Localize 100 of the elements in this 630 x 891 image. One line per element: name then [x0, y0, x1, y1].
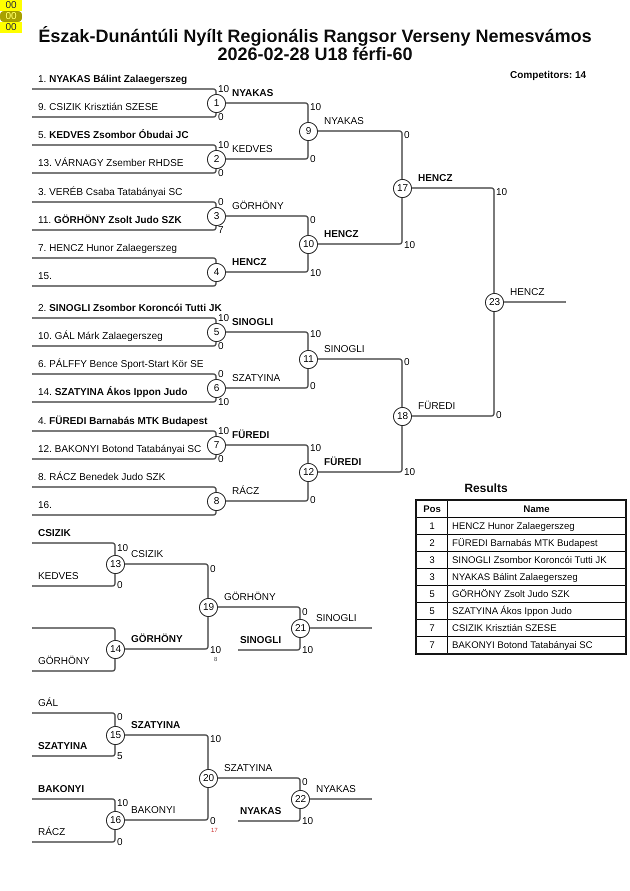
bracket-line: [317, 425, 403, 473]
table-title: Results: [463, 481, 509, 495]
match-circle: 5: [207, 323, 226, 342]
competitor-name: CSIZIK: [32, 528, 71, 543]
score: 0: [310, 154, 316, 165]
score: 0: [310, 215, 316, 226]
bracket-line: [503, 301, 566, 303]
score: 0: [218, 112, 224, 123]
bracket-line: [32, 542, 116, 555]
score: 10: [218, 397, 230, 408]
match-circle: 17: [393, 179, 412, 198]
score: 0: [218, 341, 224, 352]
match-circle: 21: [291, 619, 310, 638]
competitor-name: 13. VÁRNAGY Zsember RHDSE: [32, 158, 184, 173]
bracket-line: [32, 510, 217, 516]
competitor-name: 14. SZATYINA Ákos Ippon Judo: [32, 387, 188, 402]
competitor-name: 1. NYAKAS Bálint Zalaegerszeg: [32, 74, 188, 89]
bracket-line: [32, 454, 217, 460]
competitor-name: RÁCZ: [32, 827, 66, 842]
table-cell: 1: [416, 518, 448, 534]
score: 0: [218, 168, 224, 179]
bracket-line: [32, 317, 217, 323]
score: 10: [218, 140, 230, 151]
score: 10: [302, 816, 314, 827]
score: 10: [310, 443, 322, 454]
bracket-line: [309, 798, 372, 800]
bracket-line: [124, 563, 209, 598]
bracket-line: [32, 573, 116, 587]
bracket-line: [32, 744, 116, 757]
score: 0: [210, 816, 216, 827]
bracket-line: [124, 787, 209, 821]
match-circle: 22: [291, 790, 310, 809]
score: 7: [218, 225, 224, 236]
match-circle: 7: [207, 436, 226, 455]
bracket-line: [225, 140, 309, 160]
score: 0: [117, 712, 123, 723]
bracket-line: [124, 734, 209, 769]
score: 0: [117, 837, 123, 848]
match-circle: 2: [207, 150, 226, 169]
score: 10: [404, 240, 416, 251]
bracket-line: [309, 627, 372, 629]
bracket-line: [124, 616, 209, 650]
table-cell: 3: [416, 568, 448, 586]
score: 10: [302, 645, 314, 656]
competitor-name: GÖRHÖNY: [32, 656, 90, 671]
score: 10: [210, 645, 222, 656]
score: 0: [310, 381, 316, 392]
competitor-name: 12. BAKONYI Botond Tatabányai SC: [32, 444, 202, 459]
match-circle: 3: [207, 207, 226, 226]
bracket-line: [32, 430, 217, 436]
competitor-name: KEDVES: [32, 571, 79, 586]
bracket-line: [32, 829, 116, 843]
match-circle: 11: [299, 350, 318, 369]
score: 10: [310, 102, 322, 113]
bracket-line: [32, 341, 217, 347]
counter-label: 00: [0, 11, 22, 22]
title: Észak-Dunántúli Nyílt Regionális Rangsor Verseny Nemesvámos 2026-02-28 U18 férfi-60: [37, 27, 593, 63]
score: 10: [218, 426, 230, 437]
score: 0: [218, 454, 224, 465]
score: 10: [210, 734, 222, 745]
bracket-line: [317, 358, 403, 407]
competitor-name: SZATYINA: [32, 741, 88, 756]
competitor-name: 4. FÜREDI Barnabás MTK Budapest: [32, 416, 208, 431]
score: 0: [404, 130, 410, 141]
competitor-name: 3. VERÉB Csaba Tatabányai SC: [32, 187, 182, 202]
competitor-name: 6. PÁLFFY Bence Sport-Start Kör SE: [32, 359, 204, 374]
score: 0: [218, 369, 224, 380]
bracket-line: [225, 253, 309, 273]
match-circle: 14: [106, 640, 125, 659]
match-circle: 23: [485, 293, 504, 312]
score: 0: [310, 495, 316, 506]
match-circle: 1: [207, 94, 226, 113]
table-cell: 2: [416, 534, 448, 552]
bracket-line: [217, 606, 301, 619]
bracket-line: [225, 444, 309, 463]
bracket-line: [225, 102, 309, 122]
bracket-line: [317, 130, 403, 179]
bracket-line: [217, 777, 301, 790]
competitor-name: 16.: [32, 500, 52, 515]
bracket-line: [225, 481, 309, 502]
bracket-line: [32, 144, 217, 150]
competitor-name: 8. RÁCZ Benedek Judo SZK: [32, 472, 166, 487]
table-cell: 3: [416, 552, 448, 568]
match-circle: 8: [207, 492, 226, 511]
competitor-count: Competitors: 14: [510, 70, 586, 81]
score: 0: [117, 580, 123, 591]
table-cell: 5: [416, 586, 448, 602]
competitor-name: GÁL: [32, 698, 58, 713]
bracket-line: [32, 112, 217, 118]
table-cell: 7: [416, 620, 448, 636]
bracket-line: [32, 168, 217, 174]
score: 5: [117, 751, 123, 762]
competitor-name: 11. GÖRHÖNY Zsolt Judo SZK: [32, 215, 182, 230]
table-cell: SZATYINA Ákos Ippon Judo: [448, 602, 626, 620]
bracket-line: [32, 712, 116, 726]
bracket-line: [32, 201, 217, 207]
match-circle: 16: [106, 811, 125, 830]
match-circle: 15: [106, 726, 125, 745]
competitor-name: 9. CSIZIK Krisztián SZESE: [32, 102, 158, 117]
match-circle: 10: [299, 235, 318, 254]
